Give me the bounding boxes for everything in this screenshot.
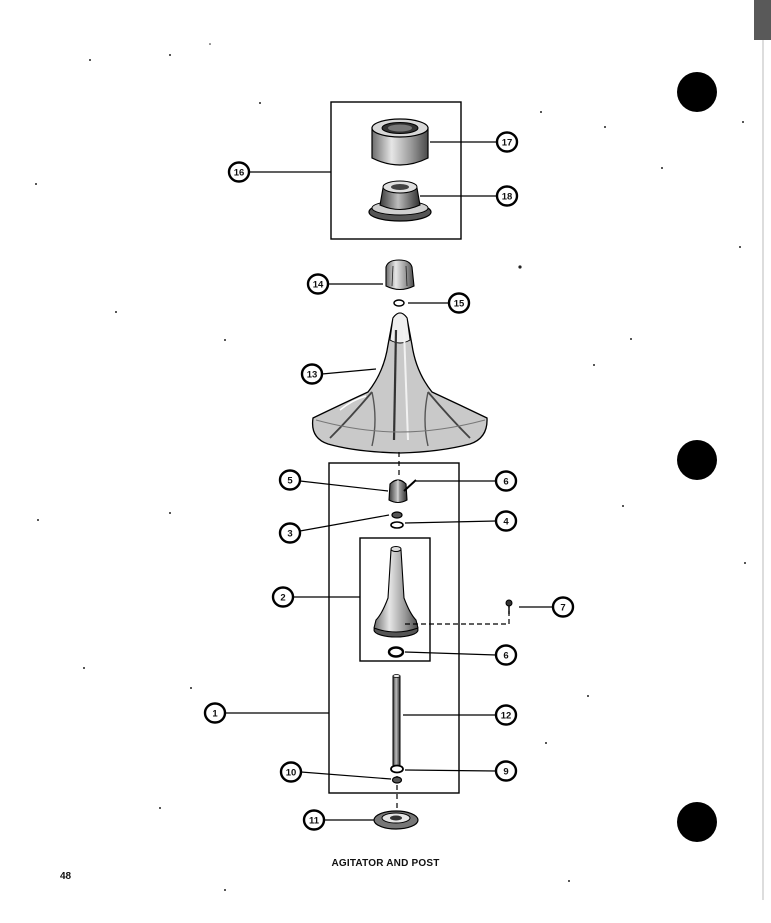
callout-7: 7	[551, 596, 575, 618]
page-number: 48	[60, 871, 72, 882]
callout-6b: 6	[494, 644, 518, 666]
callout-number: 6	[503, 476, 508, 487]
callout-13: 13	[300, 363, 324, 385]
callout-circle	[203, 702, 227, 724]
callout-number: 3	[287, 528, 292, 539]
part-18-seal	[368, 180, 432, 222]
binder-hole-bottom	[677, 802, 717, 842]
callout-circle	[494, 644, 518, 666]
part-3-washer	[391, 511, 403, 519]
callout-number: 9	[503, 766, 508, 777]
part-7-leader	[405, 606, 510, 625]
callout-number: 2	[280, 592, 285, 603]
callout-circle	[495, 185, 519, 207]
kit-box-1	[328, 462, 460, 794]
callout-number: 4	[503, 516, 509, 527]
callout-circle	[300, 363, 324, 385]
callout-11: 11	[302, 809, 326, 831]
callout-4: 4	[494, 510, 518, 532]
callout-10: 10	[279, 761, 303, 783]
part-12-shaft	[392, 674, 401, 769]
callout-circle	[227, 161, 251, 183]
callout-number: 5	[287, 475, 293, 486]
part-13-agitator	[311, 312, 488, 454]
part-4-washer	[390, 521, 404, 529]
callout-14: 14	[306, 273, 330, 295]
part-10-washer	[391, 776, 403, 784]
scan-edge-mark	[754, 0, 771, 40]
callout-number: 14	[313, 279, 324, 290]
callout-circle	[495, 131, 519, 153]
callout-17: 17	[495, 131, 519, 153]
callout-16: 16	[227, 161, 251, 183]
scan-edge-line	[762, 40, 764, 900]
part-8-ring	[387, 646, 405, 658]
callout-circle	[279, 761, 303, 783]
callout-6a: 6	[494, 470, 518, 492]
callout-circle	[494, 704, 518, 726]
callout-circle	[447, 292, 471, 314]
callout-12: 12	[494, 704, 518, 726]
callout-number: 15	[454, 298, 465, 309]
callout-circle	[551, 596, 575, 618]
callout-circle	[278, 522, 302, 544]
callout-number: 6	[503, 650, 508, 661]
callout-9: 9	[494, 760, 518, 782]
callout-number: 10	[286, 767, 297, 778]
callout-3: 3	[278, 522, 302, 544]
callout-number: 12	[501, 710, 512, 721]
callout-number: 16	[234, 167, 245, 178]
callout-number: 1	[212, 708, 218, 719]
callout-number: 13	[307, 369, 318, 380]
callout-circle	[302, 809, 326, 831]
callout-circle	[306, 273, 330, 295]
part-6-pin	[403, 479, 417, 492]
kit-box-2	[359, 537, 431, 662]
part-17-cap	[371, 118, 429, 166]
callout-2: 2	[271, 586, 295, 608]
part-7-screw	[505, 599, 513, 614]
part-5-nut	[388, 479, 408, 504]
scan-speckles	[35, 43, 746, 891]
callout-circle	[494, 470, 518, 492]
callout-circle	[278, 469, 302, 491]
binder-hole-top	[677, 72, 717, 112]
callout-number: 7	[560, 602, 565, 613]
part-9-washer	[390, 764, 404, 774]
kit-box-16	[330, 101, 462, 240]
part-15-washer	[393, 299, 405, 307]
callout-number: 18	[502, 191, 513, 202]
callout-circle	[271, 586, 295, 608]
binder-hole-middle	[677, 440, 717, 480]
part-11-base-cap	[373, 810, 419, 830]
part-14-knob	[385, 259, 415, 291]
callout-number: 17	[502, 137, 513, 148]
callout-1: 1	[203, 702, 227, 724]
callout-5: 5	[278, 469, 302, 491]
callout-15: 15	[447, 292, 471, 314]
callout-circle	[494, 760, 518, 782]
diagram-caption: AGITATOR AND POST	[331, 858, 440, 869]
callout-18: 18	[495, 185, 519, 207]
leader-lines	[225, 141, 553, 821]
callout-number: 11	[309, 815, 320, 826]
callout-circle	[494, 510, 518, 532]
part-2-post	[373, 546, 419, 638]
